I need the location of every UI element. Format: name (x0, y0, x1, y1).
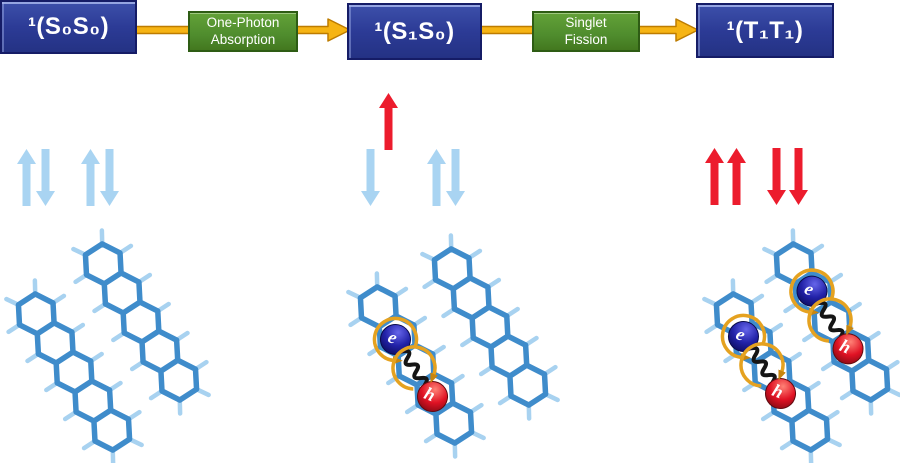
pentacene-molecule (60, 222, 222, 422)
spin-up-arrow-icon (727, 148, 746, 205)
spin-down-arrow-icon (100, 149, 119, 206)
process-label-line: One-Photon (206, 14, 280, 30)
state-box-ground: ¹(S₀S₀) (0, 0, 137, 54)
hole-sphere (765, 378, 797, 410)
state-label: ¹(T₁T₁) (726, 16, 804, 44)
spin-up-arrow-icon (17, 149, 36, 206)
spin-down-arrow-icon (361, 149, 380, 206)
electron-sphere (379, 323, 411, 355)
electron-sphere (796, 275, 828, 307)
state-label: ¹(S₁S₀) (374, 17, 455, 45)
coulomb-wavy-line (817, 300, 845, 339)
spin-down-arrow-icon (446, 149, 465, 206)
ground-state-panel (0, 222, 222, 463)
hole-sphere (417, 381, 449, 413)
process-box-fission: Singlet Fission (532, 11, 640, 52)
triplet-pair-panel: e h e h (691, 222, 900, 463)
spin-up-arrow-icon (427, 149, 446, 206)
hole-circular-arrow-icon (739, 342, 786, 388)
exciton-pair: e h (372, 316, 449, 413)
state-label: ¹(S₀S₀) (27, 13, 110, 40)
state-box-triplet-pair: ¹(T₁T₁) (696, 3, 834, 58)
state-box-excited: ¹(S₁S₀) (347, 3, 482, 60)
spin-up-arrow-icon (705, 148, 724, 205)
electron-circular-arrow-icon (372, 316, 419, 365)
excited-state-panel: e h (335, 227, 571, 463)
coulomb-wavy-line (401, 348, 429, 387)
coulomb-wavy-line (749, 345, 777, 384)
electron-sphere (727, 320, 759, 352)
process-box-absorption: One-Photon Absorption (188, 11, 298, 52)
spin-down-arrow-icon (767, 148, 786, 205)
spin-up-arrow-icon (81, 149, 100, 206)
process-label-line: Singlet (565, 14, 607, 30)
spin-down-arrow-icon (36, 149, 55, 206)
hole-circular-arrow-icon (391, 345, 438, 391)
process-label-line: Fission (564, 31, 608, 47)
electron-circular-arrow-icon (789, 268, 835, 317)
spin-down-arrow-icon (789, 148, 808, 205)
hole-sphere (832, 333, 864, 365)
process-label-line: Absorption (210, 31, 276, 47)
spin-up-arrow-icon (379, 93, 398, 150)
electron-circular-arrow-icon (720, 313, 767, 362)
spin-arrows-layer (17, 93, 808, 206)
exciton-pair: e h (789, 268, 864, 365)
exciton-pair: e h (720, 313, 797, 410)
hole-circular-arrow-icon (807, 297, 854, 343)
